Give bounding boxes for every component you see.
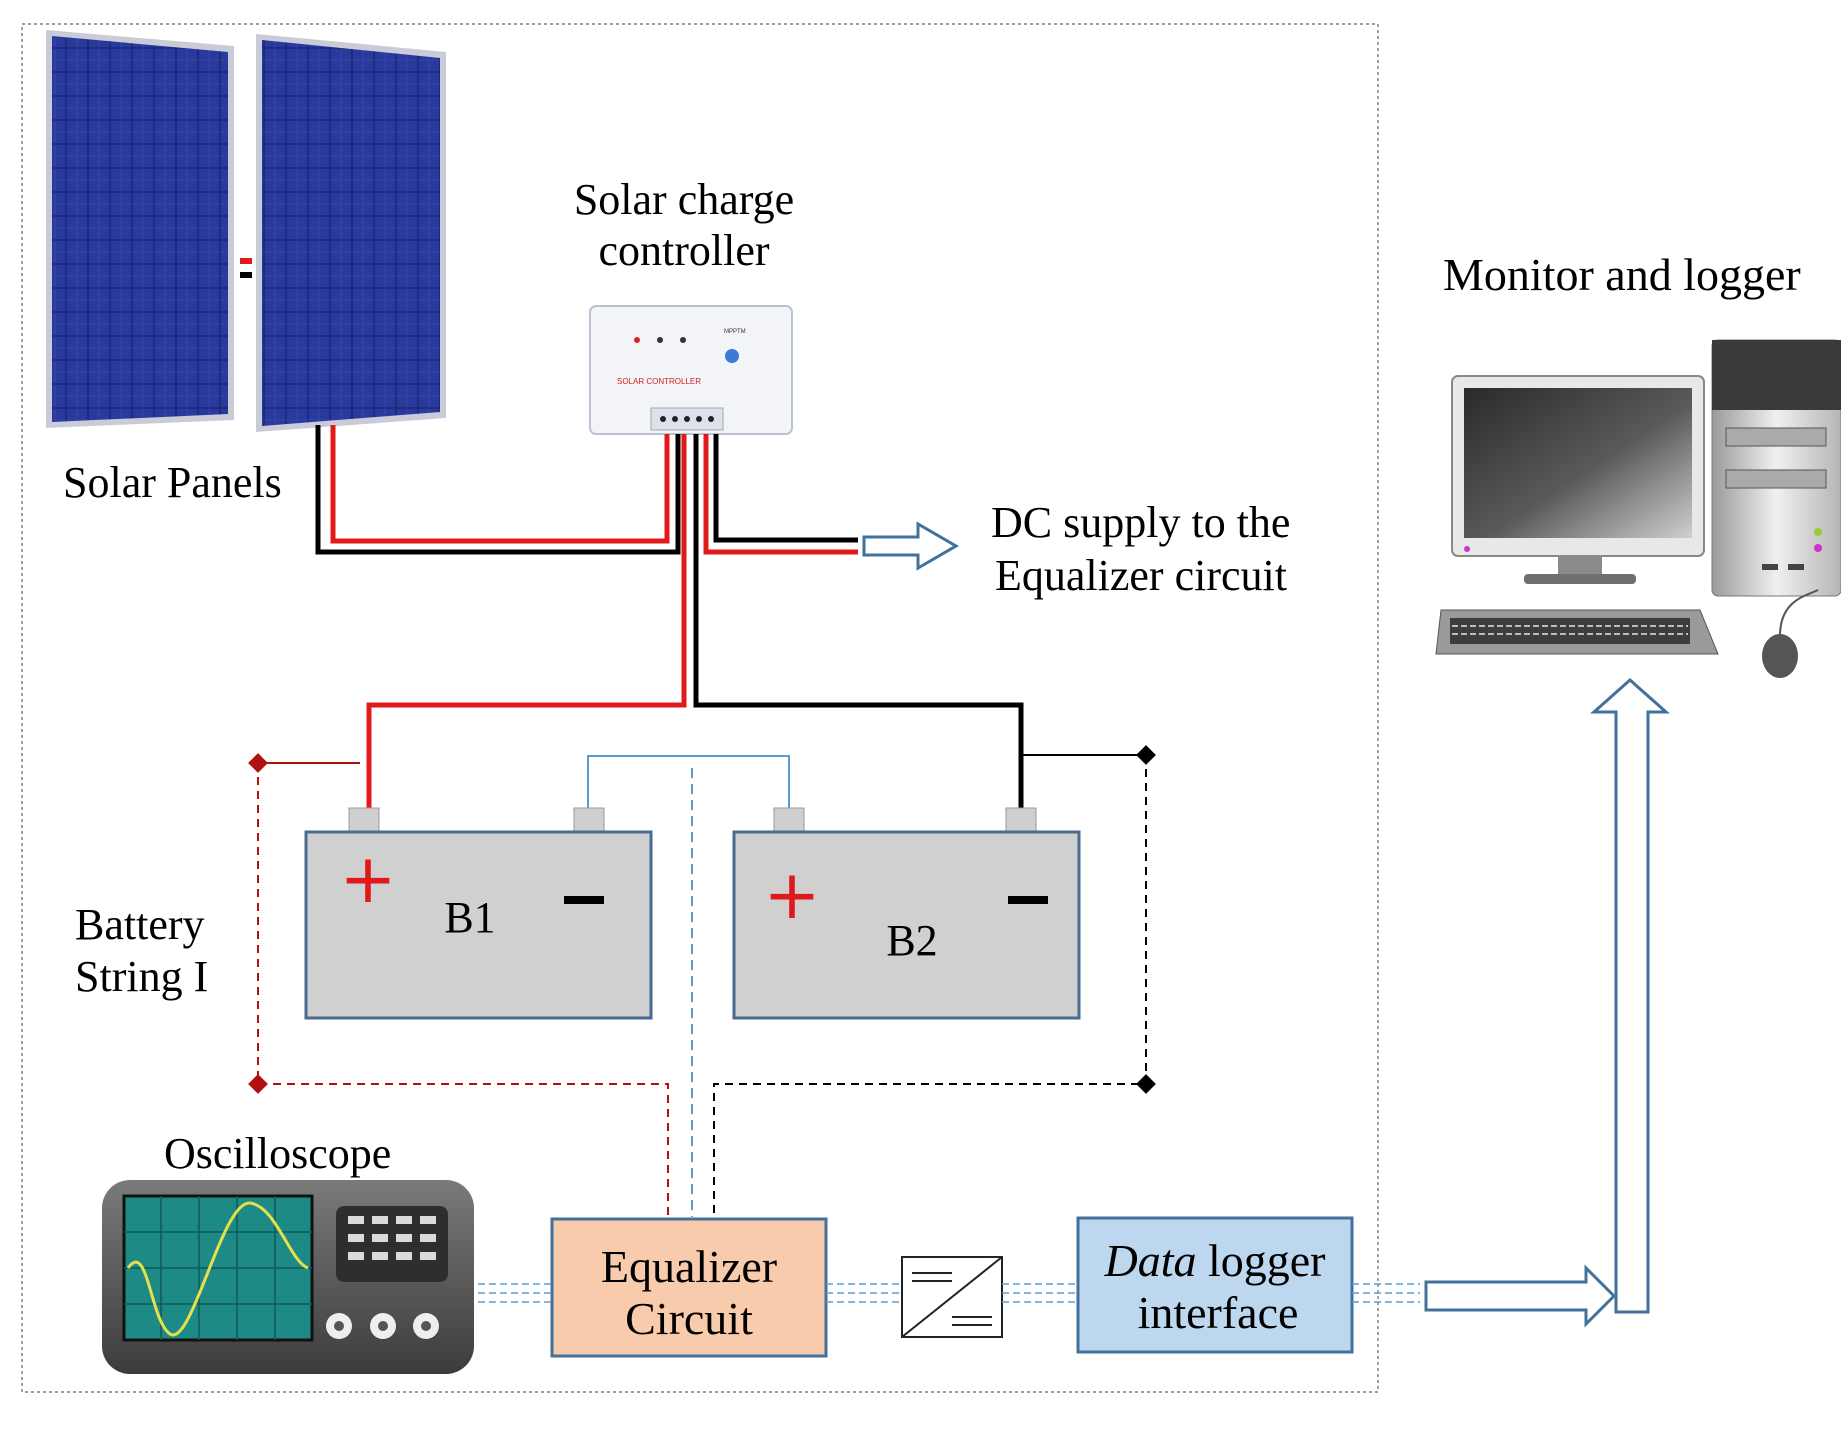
battery-string-label-line2: String I [75, 952, 208, 1001]
charge-controller-icon: SOLAR CONTROLLER MPPTM [589, 305, 793, 435]
data-logger-label-line1: Data logger [1103, 1235, 1325, 1286]
oscilloscope-label: Oscilloscope [164, 1129, 391, 1178]
controller-label-line1: Solar charge [574, 175, 794, 224]
dc-supply-arrow [862, 521, 959, 571]
battery-b1: + B1 [304, 756, 653, 1020]
battery-string-label-line1: Battery [75, 900, 205, 949]
battery-b2: + B2 [732, 756, 1081, 1020]
b1-plus-sign: + [340, 840, 397, 919]
monitor-logger-label: Monitor and logger [1443, 249, 1801, 300]
data-logger-interface-box [1076, 1216, 1354, 1354]
solar-panel-icon [46, 30, 446, 432]
controller-brand-text: MPPTM [724, 329, 746, 335]
panel-wires [315, 425, 681, 555]
dc-supply-label-line2: Equalizer circuit [995, 551, 1287, 600]
solar-panels-label: Solar Panels [63, 458, 282, 507]
data-logger-italic: Data [1103, 1235, 1196, 1286]
b1-minus-sign [564, 896, 604, 904]
communication-links [478, 1283, 1420, 1303]
oscilloscope-icon [102, 1180, 474, 1374]
dc-supply-label-line1: DC supply to the [991, 498, 1290, 547]
b2-minus-sign [1008, 896, 1048, 904]
controller-plate-text: SOLAR CONTROLLER [617, 377, 701, 386]
b2-plus-sign: + [764, 856, 821, 935]
data-logger-label-line2: interface [1138, 1287, 1299, 1338]
system-boundary [21, 23, 1379, 1393]
data-to-computer-arrow [1424, 1264, 1617, 1328]
dc-supply-wires [703, 434, 858, 555]
equalizer-label-line2: Circuit [625, 1293, 753, 1344]
equalizer-label-line1: Equalizer [601, 1241, 777, 1292]
dc-dc-converter-icon [901, 1256, 1003, 1338]
upward-arrow [1590, 677, 1670, 1314]
b2-label: B2 [886, 916, 937, 965]
controller-label-line2: controller [598, 226, 769, 275]
battery-wires [366, 434, 1024, 808]
b1-label: B1 [444, 893, 495, 942]
sense-lines [248, 745, 1156, 1217]
equalizer-circuit-box [550, 1217, 828, 1358]
data-logger-rest: logger [1196, 1235, 1325, 1286]
desktop-computer-icon [1435, 339, 1841, 678]
